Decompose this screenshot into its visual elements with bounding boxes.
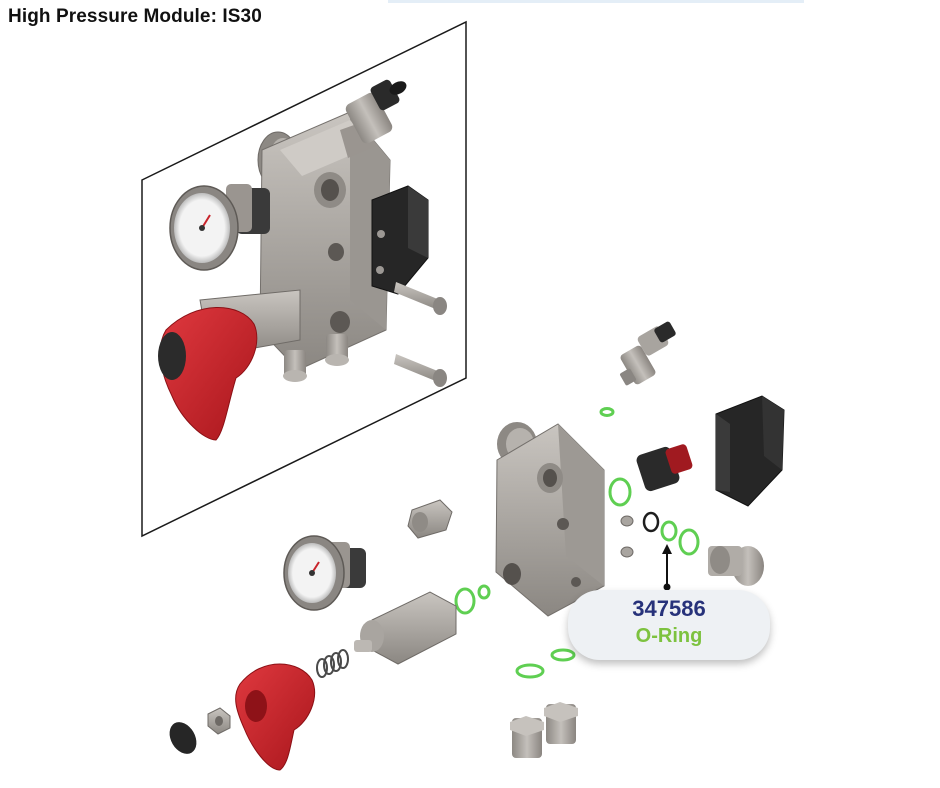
exploded-parts bbox=[169, 321, 785, 771]
pressure-sensor bbox=[620, 321, 676, 386]
part-callout: 347586 O-Ring bbox=[568, 590, 770, 660]
callout-leader bbox=[662, 544, 672, 591]
assembled-red-handle bbox=[158, 307, 258, 441]
assembled-view-frame bbox=[141, 20, 467, 538]
valve-block bbox=[495, 422, 605, 617]
valve-cartridge bbox=[354, 591, 457, 665]
assembled-pressure-sensor bbox=[340, 79, 407, 158]
assembled-pressure-gauge bbox=[169, 184, 270, 271]
o-rings bbox=[454, 407, 700, 679]
assembled-module bbox=[158, 79, 447, 441]
hex-nut-fitting bbox=[407, 499, 453, 539]
handle-cap bbox=[169, 722, 197, 754]
pressure-gauge bbox=[283, 535, 366, 611]
black-cover bbox=[715, 395, 785, 507]
handle-nut bbox=[207, 707, 231, 735]
top-accent-strip bbox=[388, 0, 804, 3]
page-title: High Pressure Module: IS30 bbox=[8, 6, 262, 27]
bottom-fittings bbox=[510, 702, 578, 758]
assembled-bottom-fittings bbox=[283, 334, 349, 382]
black-o-ring bbox=[642, 511, 660, 533]
plug-fitting bbox=[708, 546, 764, 586]
spring bbox=[316, 649, 349, 678]
assembled-mounting-screws bbox=[394, 282, 447, 387]
black-fitting bbox=[636, 444, 693, 492]
red-handle bbox=[235, 663, 316, 771]
part-description: O-Ring bbox=[635, 625, 703, 647]
set-screws bbox=[620, 515, 634, 558]
part-number: 347586 bbox=[632, 596, 706, 621]
